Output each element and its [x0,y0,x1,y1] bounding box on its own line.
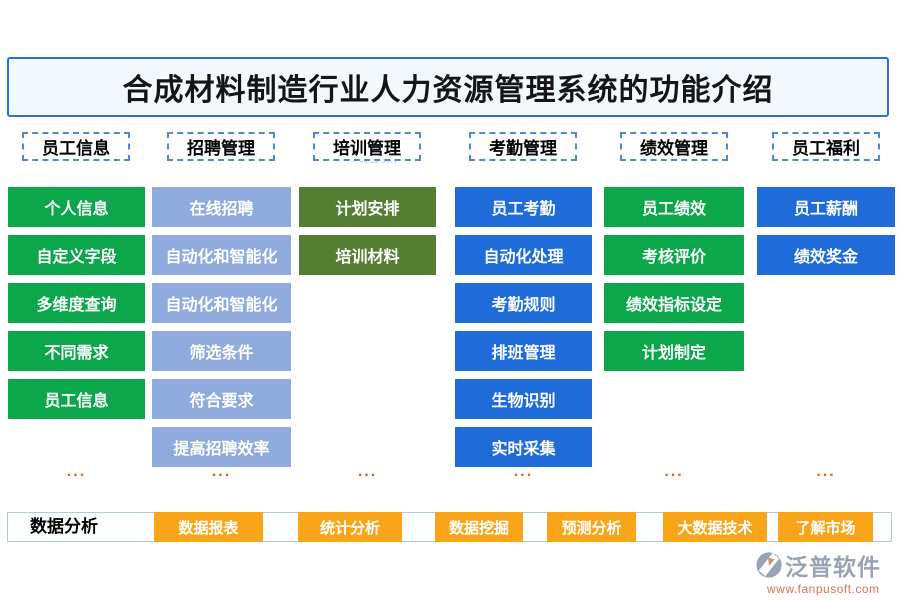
brand-footer: 泛普软件 www.fanpusoft.com [755,548,895,596]
node-custom-fields: 自定义字段 [8,235,145,275]
node-automated-processing: 自动化处理 [455,235,592,275]
node-online-recruitment: 在线招聘 [152,187,291,227]
node-real-time-collection: 实时采集 [455,427,592,467]
header-employee-info: 员工信息 [22,132,130,161]
node-plan-arrangement: 计划安排 [299,187,436,227]
node-meet-requirements: 符合要求 [152,379,291,419]
data-analysis-bar: 数据分析 数据报表 统计分析 数据挖掘 预测分析 大数据技术 了解市场 [7,512,892,542]
node-assessment-evaluation: 考核评价 [604,235,744,275]
header-training-management: 培训管理 [313,132,421,161]
data-analysis-label: 数据分析 [30,517,98,536]
ellipsis-employee-info: ... [66,463,87,480]
header-performance-management: 绩效管理 [620,132,728,161]
header-recruitment-management: 招聘管理 [167,132,275,161]
column-welfare: 员工薪酬 绩效奖金 ... [757,187,895,507]
brand-url[interactable]: www.fanpusoft.com [767,582,880,596]
fanpu-logo-icon [755,551,783,579]
node-kpi-setting: 绩效指标设定 [604,283,744,323]
node-employee-info: 员工信息 [8,379,145,419]
node-data-mining: 数据挖掘 [435,512,523,542]
node-multi-dimension-query: 多维度查询 [8,283,145,323]
column-training: 计划安排 培训材料 ... [299,187,436,507]
node-employee-salary: 员工薪酬 [757,187,895,227]
node-employee-performance: 员工绩效 [604,187,744,227]
node-filter-criteria: 筛选条件 [152,331,291,371]
node-plan-formulation: 计划制定 [604,331,744,371]
node-automation-intelligence-2: 自动化和智能化 [152,283,291,323]
ellipsis-performance: ... [664,463,684,480]
column-performance: 员工绩效 考核评价 绩效指标设定 计划制定 ... [604,187,744,507]
header-employee-welfare: 员工福利 [772,132,880,161]
node-improve-recruitment-efficiency: 提高招聘效率 [152,427,291,467]
node-predictive-analysis: 预测分析 [547,512,636,542]
ellipsis-attendance: ... [513,463,534,480]
ellipsis-welfare: ... [816,463,836,480]
node-attendance-rules: 考勤规则 [455,283,592,323]
ellipsis-training: ... [357,463,378,480]
column-recruitment: 在线招聘 自动化和智能化 自动化和智能化 筛选条件 符合要求 提高招聘效率 ..… [152,187,291,507]
node-biometric-identification: 生物识别 [455,379,592,419]
node-statistical-analysis: 统计分析 [298,512,402,542]
brand-name: 泛普软件 [785,554,881,580]
ellipsis-recruitment: ... [211,463,232,480]
page-title: 合成材料制造行业人力资源管理系统的功能介绍 [122,74,774,107]
node-shift-management: 排班管理 [455,331,592,371]
node-understand-market: 了解市场 [778,512,873,542]
column-employee-info: 个人信息 自定义字段 多维度查询 不同需求 员工信息 ... [8,187,145,507]
node-different-needs: 不同需求 [8,331,145,371]
node-data-report: 数据报表 [154,512,263,542]
node-big-data-technology: 大数据技术 [663,512,767,542]
node-employee-attendance: 员工考勤 [455,187,592,227]
node-personal-info: 个人信息 [8,187,145,227]
node-performance-bonus: 绩效奖金 [757,235,895,275]
header-attendance-management: 考勤管理 [469,132,577,161]
column-attendance: 员工考勤 自动化处理 考勤规则 排班管理 生物识别 实时采集 ... [455,187,592,507]
title-banner: 合成材料制造行业人力资源管理系统的功能介绍 [7,57,889,117]
node-training-materials: 培训材料 [299,235,436,275]
node-automation-intelligence-1: 自动化和智能化 [152,235,291,275]
